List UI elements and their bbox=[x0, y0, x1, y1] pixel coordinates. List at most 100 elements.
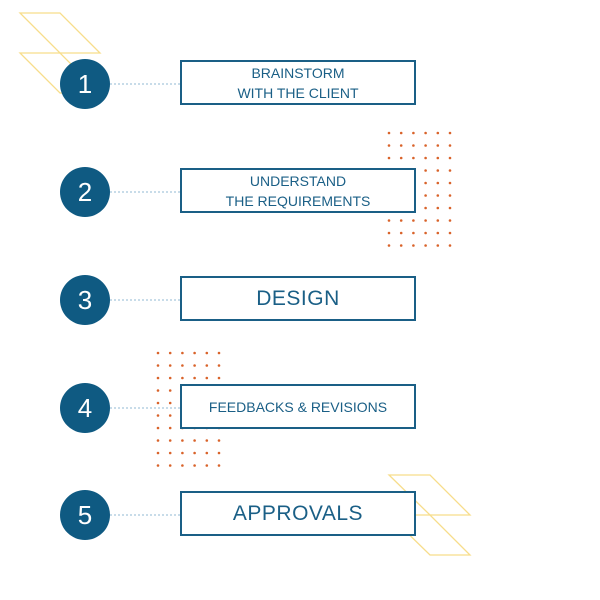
dot bbox=[448, 131, 452, 135]
dot bbox=[412, 244, 415, 247]
dot bbox=[399, 144, 403, 147]
dot bbox=[387, 219, 391, 222]
dot bbox=[217, 451, 221, 455]
dot bbox=[217, 351, 221, 355]
dot bbox=[387, 131, 391, 135]
dot bbox=[205, 439, 209, 442]
dot bbox=[168, 451, 172, 455]
dot bbox=[156, 414, 160, 417]
dot bbox=[448, 144, 452, 147]
dot bbox=[181, 351, 184, 355]
dot bbox=[168, 351, 172, 355]
dot bbox=[205, 451, 209, 455]
step-number-badge: 2 bbox=[60, 167, 110, 217]
dot bbox=[217, 376, 221, 380]
dot bbox=[168, 426, 172, 430]
step-label: DESIGN bbox=[256, 286, 340, 310]
dot bbox=[205, 351, 209, 355]
dot bbox=[424, 131, 427, 135]
dot bbox=[205, 364, 209, 367]
dot bbox=[181, 439, 184, 442]
dot bbox=[156, 351, 160, 355]
dot bbox=[424, 194, 427, 197]
dot bbox=[156, 464, 160, 467]
dot bbox=[399, 156, 403, 160]
dot bbox=[448, 206, 452, 210]
dot bbox=[156, 364, 160, 367]
dot bbox=[217, 464, 221, 467]
dot bbox=[412, 219, 415, 222]
dot bbox=[156, 426, 160, 430]
parallelogram-top-left-1 bbox=[18, 12, 102, 54]
dot bbox=[424, 156, 427, 160]
dot bbox=[399, 131, 403, 135]
dot bbox=[205, 376, 209, 380]
dot bbox=[412, 131, 415, 135]
dot bbox=[436, 219, 440, 222]
dot bbox=[193, 451, 196, 455]
dot bbox=[436, 244, 440, 247]
dot bbox=[217, 364, 221, 367]
dot bbox=[181, 451, 184, 455]
dot bbox=[168, 376, 172, 380]
step-number-badge: 5 bbox=[60, 490, 110, 540]
dot bbox=[193, 376, 196, 380]
dot bbox=[436, 181, 440, 185]
dot bbox=[424, 219, 427, 222]
dot bbox=[436, 194, 440, 197]
dot bbox=[448, 231, 452, 235]
dot bbox=[156, 451, 160, 455]
dot bbox=[156, 401, 160, 405]
step-box-1: BRAINSTORM WITH THE CLIENT bbox=[180, 60, 416, 105]
step-label: THE REQUIREMENTS bbox=[225, 192, 371, 209]
dot bbox=[205, 464, 209, 467]
dot bbox=[168, 364, 172, 367]
dot bbox=[387, 244, 391, 247]
dot bbox=[448, 169, 452, 172]
dot bbox=[399, 231, 403, 235]
dot bbox=[412, 156, 415, 160]
dot bbox=[193, 464, 196, 467]
dot bbox=[424, 206, 427, 210]
dot bbox=[193, 364, 196, 367]
dot bbox=[399, 244, 403, 247]
step-label: BRAINSTORM bbox=[251, 64, 345, 81]
step-label: WITH THE CLIENT bbox=[237, 84, 359, 101]
step-box-4: FEEDBACKS & REVISIONS bbox=[180, 384, 416, 429]
step-number-badge: 1 bbox=[60, 59, 110, 109]
dot bbox=[156, 376, 160, 380]
dot bbox=[168, 401, 172, 405]
dot bbox=[424, 244, 427, 247]
dot bbox=[387, 144, 391, 147]
dot bbox=[217, 439, 221, 442]
dot bbox=[193, 351, 196, 355]
dot bbox=[424, 169, 427, 172]
step-number-badge: 4 bbox=[60, 383, 110, 433]
dot bbox=[436, 206, 440, 210]
dot bbox=[436, 231, 440, 235]
dot bbox=[399, 219, 403, 222]
step-box-5: APPROVALS bbox=[180, 491, 416, 536]
dot bbox=[436, 131, 440, 135]
dot bbox=[412, 144, 415, 147]
dot bbox=[181, 376, 184, 380]
dot bbox=[168, 414, 172, 417]
dot bbox=[448, 194, 452, 197]
dot bbox=[424, 144, 427, 147]
dot bbox=[424, 231, 427, 235]
step-box-3: DESIGN bbox=[180, 276, 416, 321]
dot bbox=[156, 439, 160, 442]
step-label: APPROVALS bbox=[232, 501, 364, 525]
parallelogram-bottom-right-2 bbox=[387, 514, 472, 556]
dot bbox=[448, 181, 452, 185]
step-number-badge: 3 bbox=[60, 275, 110, 325]
parallelogram-bottom-right-1 bbox=[387, 474, 472, 516]
dot bbox=[436, 156, 440, 160]
dot bbox=[156, 389, 160, 392]
dot bbox=[387, 156, 391, 160]
dot bbox=[448, 219, 452, 222]
dot bbox=[168, 439, 172, 442]
dot bbox=[168, 464, 172, 467]
dot bbox=[436, 144, 440, 147]
